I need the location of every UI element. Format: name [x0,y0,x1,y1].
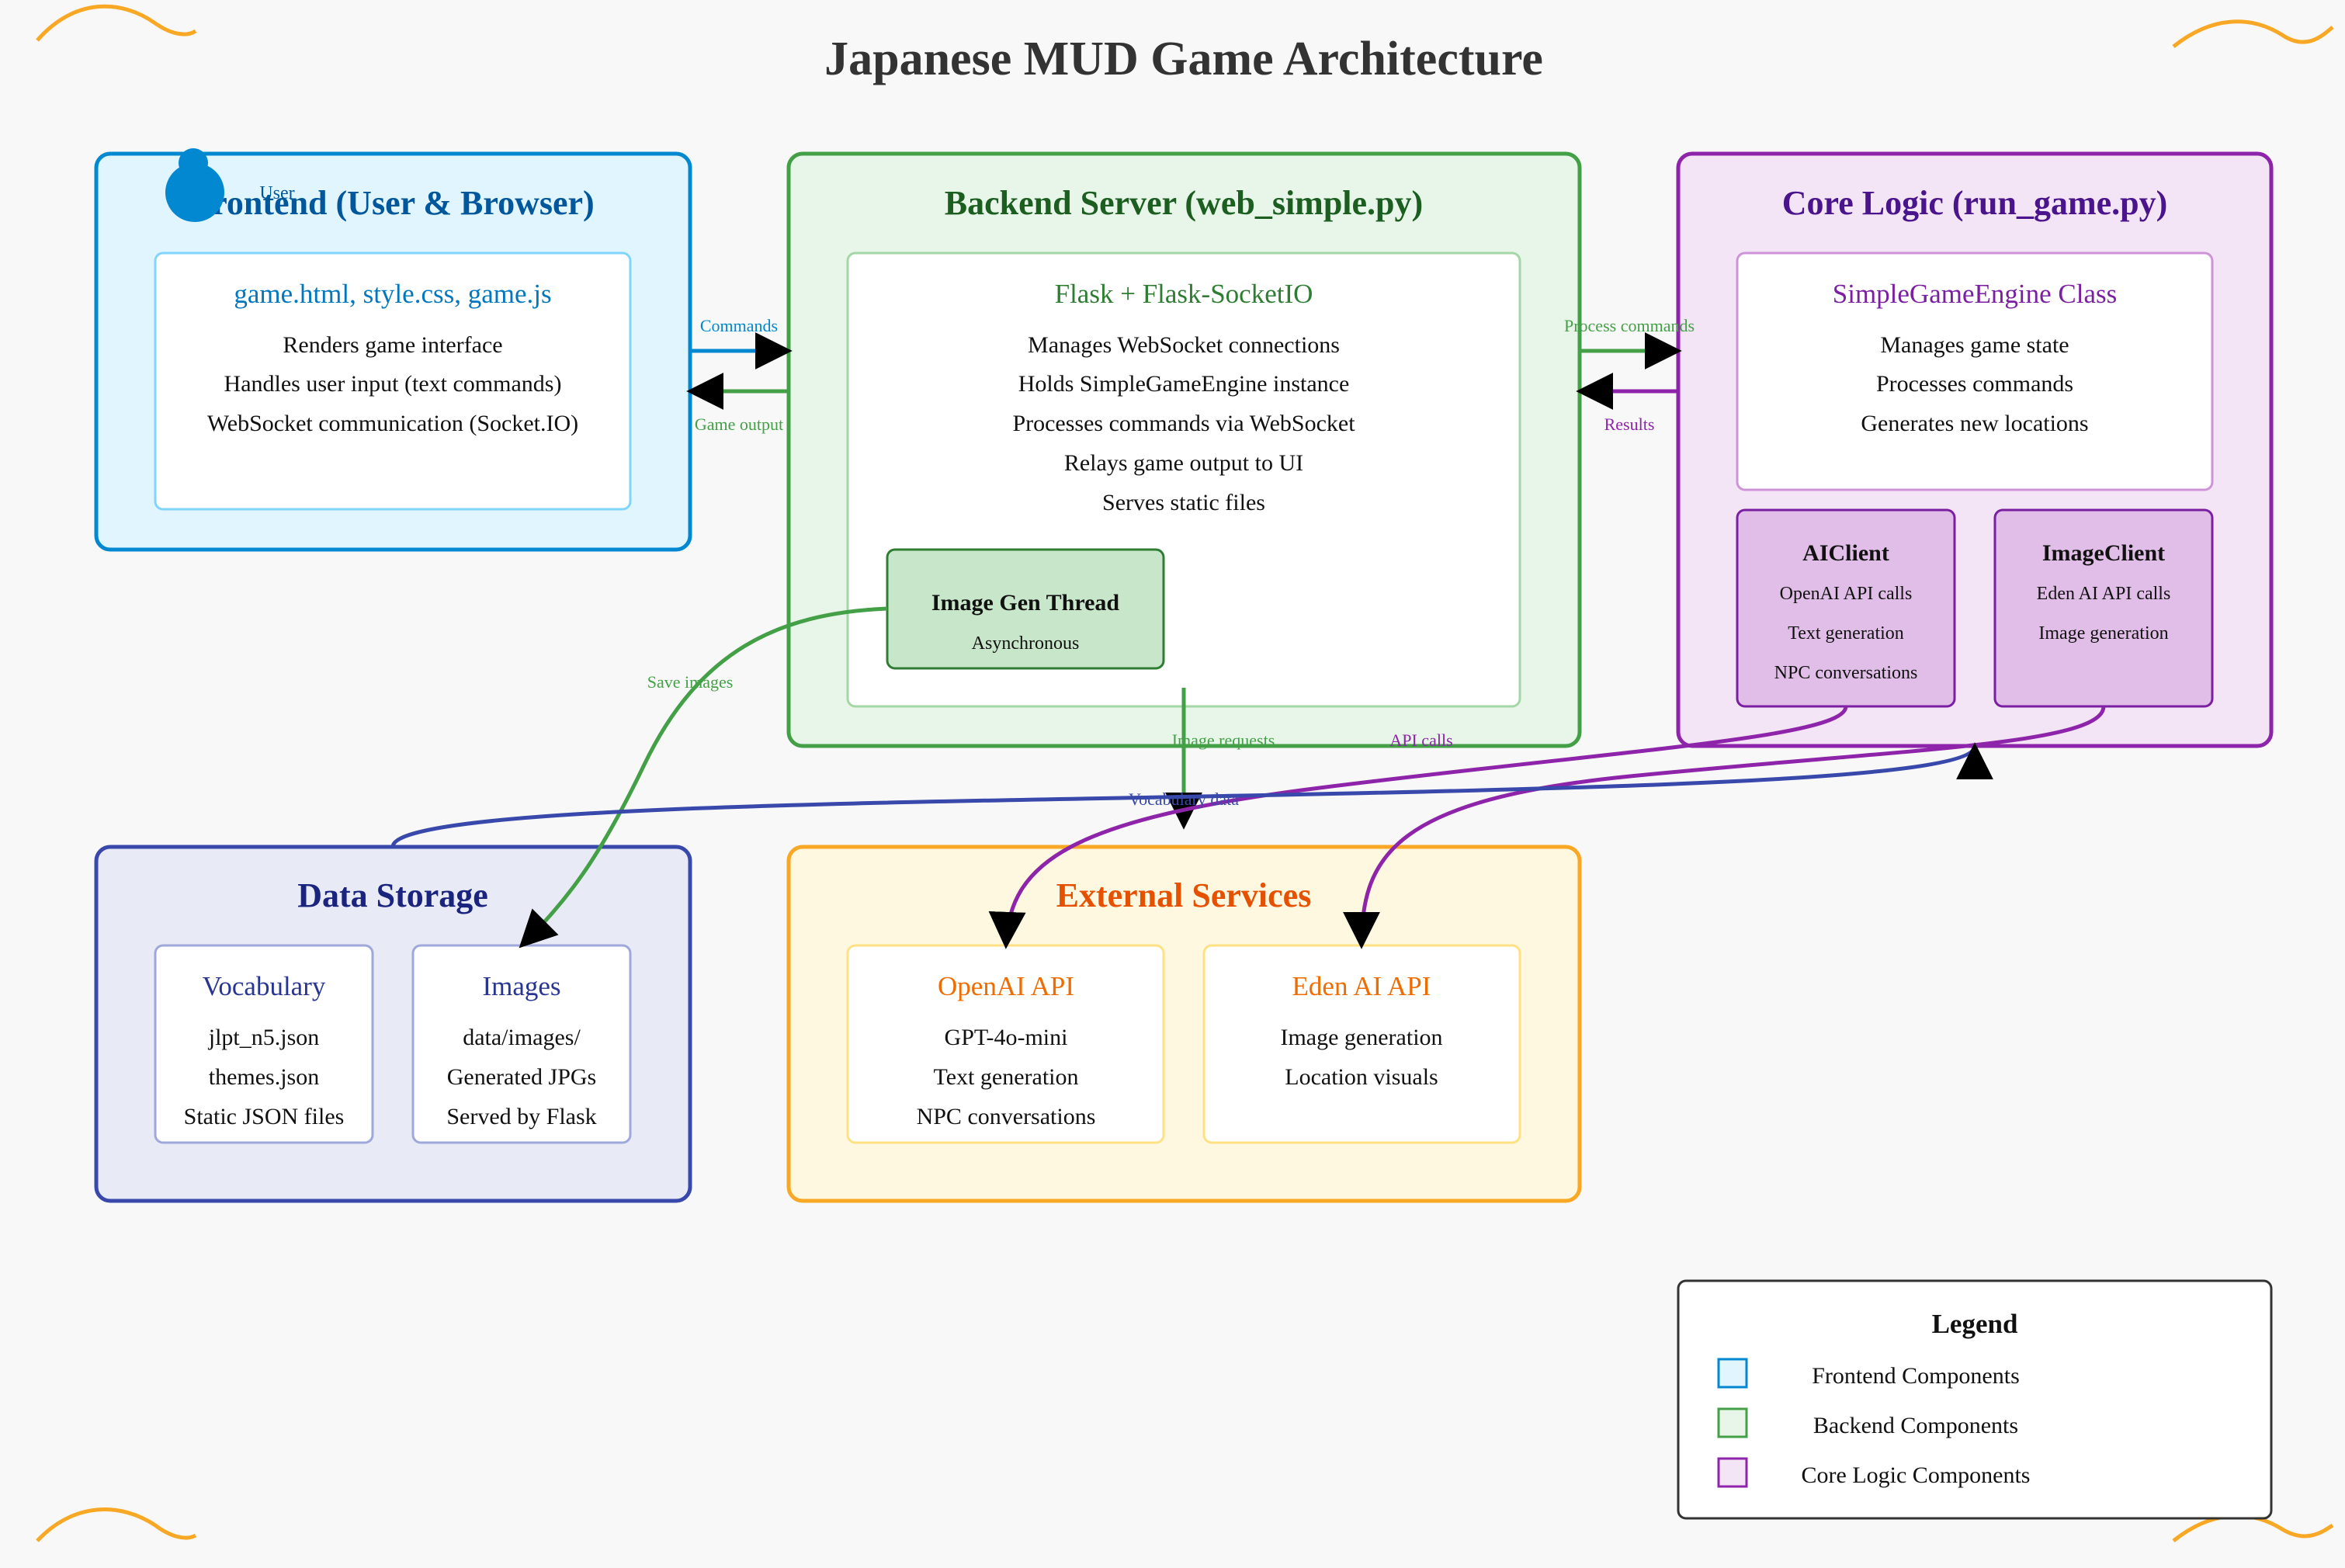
process-commands-label: Process commands [1564,316,1695,335]
images-line-3: Served by Flask [446,1104,596,1129]
vocabulary-data-arrow [390,742,1993,848]
user-label: User [259,183,294,203]
images-box: Images data/images/ Generated JPGs Serve… [411,944,632,1144]
ai-client-box: AIClient OpenAI API calls Text generatio… [1736,508,1956,708]
backend-line-4: Relays game output to UI [1064,450,1303,476]
data-storage-panel: Data Storage Vocabulary jlpt_n5.json the… [94,845,692,1203]
save-images-arrow [519,606,888,949]
image-gen-thread-box: Image Gen Thread Asynchronous [886,548,1165,670]
legend-item-core: Core Logic Components [1802,1462,2031,1488]
ai-client-line-3: NPC conversations [1774,663,1918,683]
external-services-panel: External Services OpenAI API GPT-4o-mini… [786,845,1582,1203]
corner-wave-decoration-top-left [36,4,197,42]
external-services-heading: External Services [1056,876,1312,914]
ai-client-api-calls-arrow [988,706,1848,949]
vocabulary-line-3: Static JSON files [184,1104,345,1129]
backend-panel-heading: Backend Server (web_simple.py) [945,184,1423,222]
legend-item-frontend: Frontend Components [1812,1363,2020,1389]
images-title: Images [482,971,560,1001]
core-logic-panel: Core Logic (run_game.py) SimpleGameEngin… [1676,151,2274,748]
ai-client-line-1: OpenAI API calls [1780,584,1913,604]
vocabulary-box: Vocabulary jlpt_n5.json themes.json Stat… [154,944,374,1144]
core-line-1: Manages game state [1880,332,2069,358]
corner-wave-decoration-bottom-left [36,1507,197,1542]
eden-ai-api-box: Eden AI API Image generation Location vi… [1202,944,1521,1144]
backend-line-2: Holds SimpleGameEngine instance [1018,371,1350,397]
backend-panel: Backend Server (web_simple.py) Flask + F… [786,151,1582,748]
legend: Legend Frontend Components Backend Compo… [1677,1279,2273,1520]
corner-wave-decoration-bottom-right [2172,1514,2334,1542]
frontend-line-1: Renders game interface [283,332,502,358]
vocabulary-title: Vocabulary [203,971,326,1001]
image-client-line-1: Eden AI API calls [2037,584,2171,604]
vocabulary-data-label: Vocabulary data [1129,789,1239,809]
vocabulary-line-2: themes.json [209,1064,320,1090]
commands-label: Commands [700,316,778,335]
backend-line-5: Serves static files [1102,490,1265,515]
image-requests-label: Image requests [1172,730,1275,750]
core-logic-panel-heading: Core Logic (run_game.py) [1782,184,2168,222]
frontend-line-3: WebSocket communication (Socket.IO) [207,411,578,436]
save-images-label: Save images [647,672,734,692]
image-client-line-2: Image generation [2038,623,2168,644]
flask-box-title: Flask + Flask-SocketIO [1055,279,1313,309]
legend-swatch-frontend [1717,1358,1748,1389]
eden-line-2: Location visuals [1285,1064,1438,1090]
openai-line-2: Text generation [934,1064,1079,1090]
corner-wave-decoration-top-right [2172,19,2334,48]
game-engine-title: SimpleGameEngine Class [1833,279,2117,309]
core-line-2: Processes commands [1876,371,2073,397]
legend-title: Legend [1932,1309,2018,1339]
frontend-line-2: Handles user input (text commands) [224,371,562,397]
image-client-api-calls-arrow [1343,706,2106,949]
vocabulary-line-1: jlpt_n5.json [208,1025,320,1050]
core-line-3: Generates new locations [1861,411,2088,436]
eden-ai-api-title: Eden AI API [1292,971,1431,1001]
openai-api-box: OpenAI API GPT-4o-mini Text generation N… [846,944,1165,1144]
legend-item-backend: Backend Components [1813,1413,2018,1438]
ai-client-line-2: Text generation [1788,623,1904,644]
legend-swatch-core [1717,1457,1748,1488]
api-calls-label: API calls [1389,730,1452,750]
openai-line-1: GPT-4o-mini [945,1025,1068,1050]
diagram-title: Japanese MUD Game Architecture [824,33,1543,85]
backend-line-3: Processes commands via WebSocket [1012,411,1355,436]
images-line-2: Generated JPGs [447,1064,596,1090]
image-client-title: ImageClient [2042,540,2165,566]
frontend-panel-heading: Frontend (User & Browser) [191,184,594,222]
openai-line-3: NPC conversations [917,1104,1096,1129]
ai-client-title: AIClient [1802,540,1889,566]
frontend-panel: Frontend (User & Browser) User game.html… [94,148,692,552]
eden-line-1: Image generation [1280,1025,1442,1050]
backend-line-1: Manages WebSocket connections [1028,332,1340,358]
frontend-files-title: game.html, style.css, game.js [234,279,551,309]
connectors: Commands Game output Process commands Re… [390,316,2106,949]
image-client-box: ImageClient Eden AI API calls Image gene… [1993,508,2214,708]
data-storage-heading: Data Storage [297,876,488,914]
game-output-label: Game output [695,415,783,434]
images-line-1: data/images/ [463,1025,581,1050]
openai-api-title: OpenAI API [938,971,1074,1001]
user-icon [165,148,224,222]
game-engine-box: SimpleGameEngine Class Manages game stat… [1736,252,2214,491]
frontend-files-box: game.html, style.css, game.js Renders ga… [154,252,632,511]
legend-swatch-backend [1717,1407,1748,1438]
image-gen-thread-title: Image Gen Thread [931,590,1120,616]
results-label: Results [1604,415,1655,434]
image-gen-thread-subtitle: Asynchronous [972,633,1080,654]
